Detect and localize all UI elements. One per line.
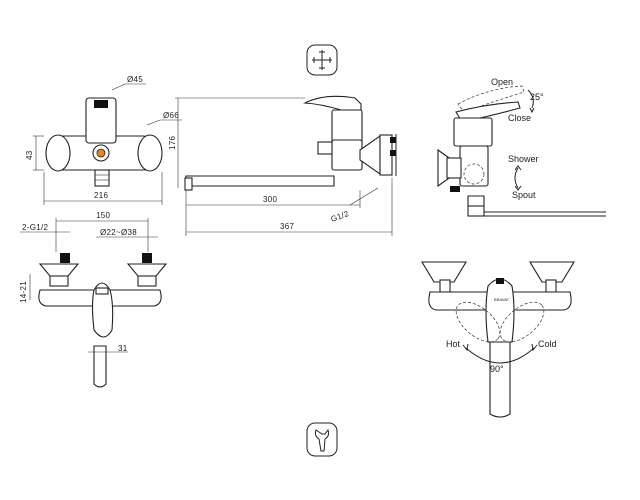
dim-d31: 31 xyxy=(118,344,128,353)
dim-w150: 150 xyxy=(96,211,110,220)
label-shower: Shower xyxy=(508,154,539,164)
label-cold: Cold xyxy=(538,339,557,349)
label-spout: Spout xyxy=(512,190,536,200)
front-view: Ø45 Ø66 43 216 xyxy=(25,75,182,205)
top-view: 150 2-G1/2 Ø22~Ø38 14-21 31 xyxy=(19,211,168,388)
dim-d66: Ø66 xyxy=(163,111,179,120)
dim-h176: 176 xyxy=(168,136,177,150)
dim-d45: Ø45 xyxy=(127,75,143,84)
dim-g12: G1/2 xyxy=(330,209,351,224)
side-view: 176 300 367 G1/2 xyxy=(168,95,397,236)
rotation-detail: BRAVAT Hot Cold 90° xyxy=(421,261,575,418)
label-hot: Hot xyxy=(446,339,461,349)
label-close: Close xyxy=(508,113,531,123)
dim-h1421: 14-21 xyxy=(19,281,28,303)
lever-detail: Open 25° Close Shower Spout xyxy=(437,77,606,217)
label-rotation-angle: 90° xyxy=(490,364,504,374)
label-open-angle: 25° xyxy=(530,92,544,102)
dim-w216: 216 xyxy=(94,191,108,200)
dim-d2238: Ø22~Ø38 xyxy=(100,228,137,237)
dim-2g12: 2-G1/2 xyxy=(22,223,49,232)
dim-h43: 43 xyxy=(25,150,34,160)
brand-mark: BRAVAT xyxy=(494,297,510,302)
cross-mount-icon xyxy=(306,44,338,76)
dim-l367: 367 xyxy=(280,222,294,231)
dim-l300: 300 xyxy=(263,195,277,204)
wrench-icon xyxy=(306,422,338,457)
label-open: Open xyxy=(491,77,513,87)
